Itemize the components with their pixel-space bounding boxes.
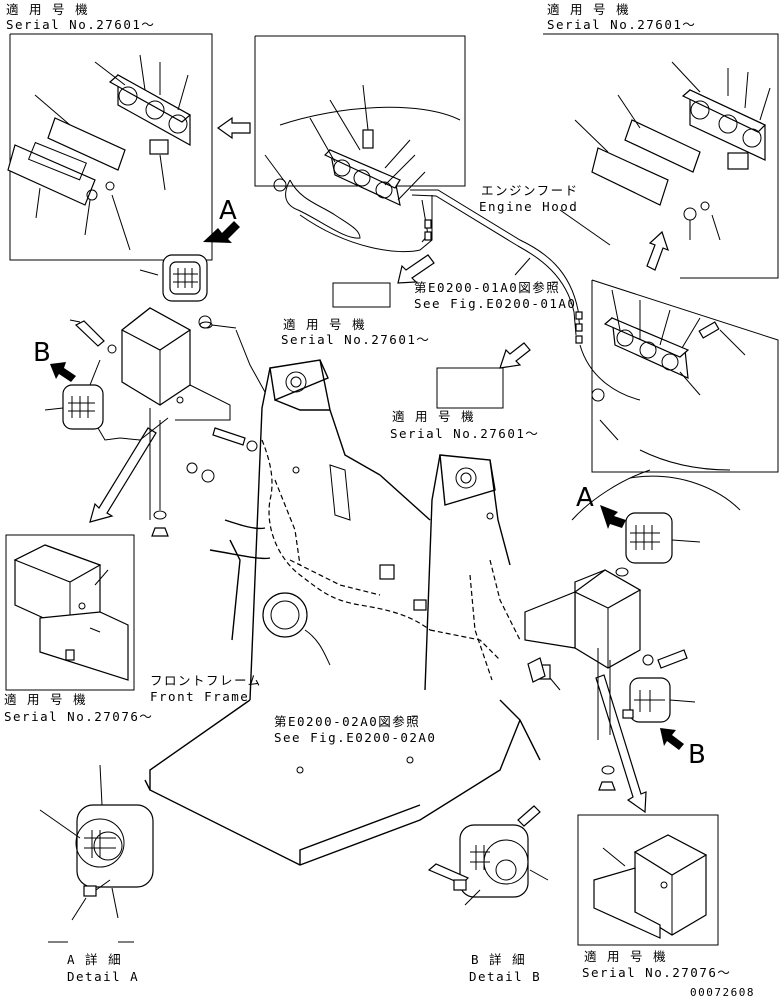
license-lamp-exploded-right bbox=[574, 61, 771, 241]
serial-label-top-left-en: Serial No.27601～ bbox=[6, 17, 156, 32]
engine-hood-label-jp: エンジンフード bbox=[481, 183, 579, 198]
fig-ref-2-jp: 第E0200-02A0図参照 bbox=[274, 714, 421, 729]
engine-hood-label-en: Engine Hood bbox=[479, 199, 579, 214]
engine-hood-harness bbox=[410, 189, 581, 331]
horn bbox=[262, 592, 331, 666]
arrow-to-ref-1 bbox=[397, 254, 435, 284]
top-right-inset-frame bbox=[543, 33, 779, 279]
serial-label-mid2-jp: 適 用 号 機 bbox=[392, 409, 476, 424]
serial-label-mid1-en: Serial No.27601～ bbox=[281, 332, 431, 347]
document-number: 00072608 bbox=[690, 986, 755, 999]
fig-ref-1-en: See Fig.E0200-01A0 bbox=[414, 296, 577, 311]
pointer-arrow-b-right bbox=[660, 728, 684, 750]
wire-harness-dashed bbox=[261, 439, 431, 631]
serial-label-bottom-right-jp: 適 用 号 機 bbox=[584, 949, 668, 964]
arrow-down-left bbox=[89, 427, 157, 523]
fig-ref-2-en: See Fig.E0200-02A0 bbox=[274, 730, 437, 745]
front-frame-label-en: Front Frame bbox=[150, 689, 250, 704]
left-cover-inset-frame bbox=[5, 534, 135, 691]
work-lamp-a-top bbox=[139, 254, 237, 329]
pointer-arrow-b-left bbox=[50, 362, 76, 382]
work-lamp-a-right bbox=[625, 512, 701, 564]
fig-ref-1-jp: 第E0200-01A0図参照 bbox=[414, 280, 561, 295]
bolt-set-left bbox=[69, 315, 258, 537]
license-lamp-installed-top bbox=[264, 84, 461, 253]
serial-label-top-left-jp: 適 用 号 機 bbox=[6, 2, 90, 17]
serial-label-mid2-en: Serial No.27601～ bbox=[390, 426, 540, 441]
ref-box-2 bbox=[436, 367, 504, 409]
license-lamp-exploded-left bbox=[7, 54, 192, 251]
right-mid-inset-frame bbox=[591, 279, 779, 473]
serial-label-left-en: Serial No.27076～ bbox=[4, 709, 154, 724]
arrow-up-right bbox=[646, 230, 669, 271]
detail-b-label-jp: B 詳 細 bbox=[471, 952, 527, 967]
top-left-inset-frame bbox=[9, 33, 213, 261]
serial-label-mid1-jp: 適 用 号 機 bbox=[283, 317, 367, 332]
cover-detail-left bbox=[13, 544, 129, 681]
work-lamp-b-left bbox=[44, 359, 121, 441]
arrow-to-left-inset bbox=[216, 116, 251, 140]
lamp-cover-right bbox=[524, 567, 688, 791]
ref-box-1 bbox=[332, 282, 391, 308]
detail-a-label-en: Detail A bbox=[67, 969, 140, 984]
detail-b-lamp bbox=[427, 805, 549, 906]
work-lamp-b-right bbox=[622, 677, 696, 723]
serial-label-left-jp: 適 用 号 機 bbox=[4, 692, 88, 707]
lamp-cover-left bbox=[120, 307, 231, 520]
engine-hood-harness-2 bbox=[411, 194, 577, 336]
serial-label-bottom-right-en: Serial No.27076～ bbox=[582, 965, 732, 980]
detail-a-lamp bbox=[39, 764, 154, 943]
callout-a-right: A bbox=[576, 483, 594, 513]
serial-label-top-right-jp: 適 用 号 機 bbox=[547, 2, 631, 17]
arrow-down-right bbox=[595, 674, 647, 814]
pointer-arrow-a-right bbox=[600, 505, 626, 529]
detail-a-label-jp: A 詳 細 bbox=[67, 952, 123, 967]
pointer-arrow-a-top bbox=[203, 221, 240, 243]
top-center-inset-frame bbox=[254, 35, 466, 187]
license-lamp-installed-right bbox=[579, 289, 746, 471]
detail-b-label-en: Detail B bbox=[469, 969, 542, 984]
serial-label-top-right-en: Serial No.27601～ bbox=[547, 17, 697, 32]
front-frame-label-jp: フロントフレーム bbox=[150, 673, 262, 688]
arrow-to-ref-2 bbox=[499, 342, 531, 369]
callout-b-right: B bbox=[688, 740, 706, 770]
callout-a-top: A bbox=[219, 196, 237, 226]
right-cover-inset-frame bbox=[577, 814, 719, 946]
callout-b-left: B bbox=[33, 338, 51, 368]
cover-detail-right bbox=[593, 834, 708, 939]
